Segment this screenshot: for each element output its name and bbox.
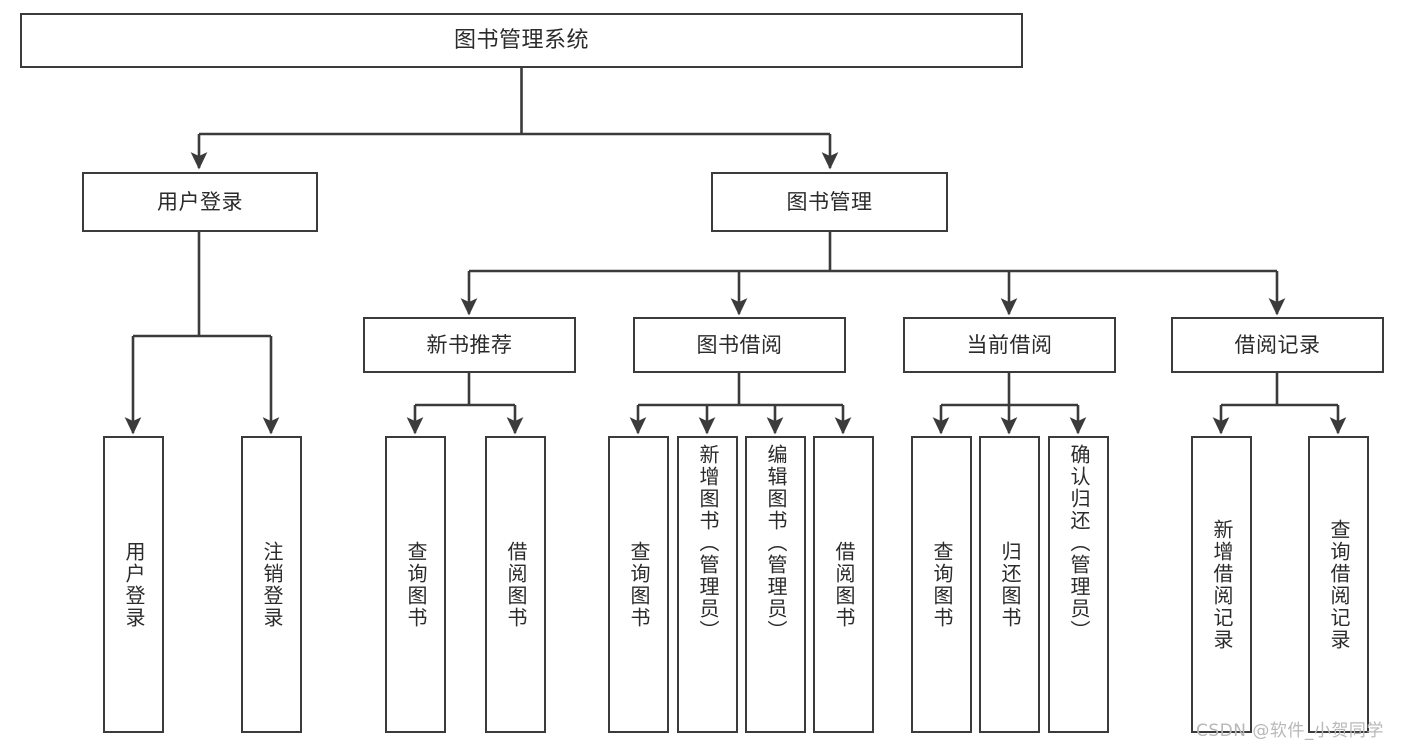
leaf-current-borrow-query-books[interactable]: 查询图书	[911, 436, 972, 733]
node-label: 查询图书	[627, 540, 651, 629]
leaf-book-borrow-add-book-admin[interactable]: 新增图书（管理员）	[677, 436, 738, 733]
leaf-book-borrow-borrow-books[interactable]: 借阅图书	[813, 436, 874, 733]
node-label: 用户登录	[157, 189, 243, 214]
leaf-borrow-record-query-record[interactable]: 查询借阅记录	[1308, 436, 1369, 733]
node-current-borrowing[interactable]: 当前借阅	[903, 317, 1116, 373]
node-label: 当前借阅	[966, 332, 1053, 357]
leaf-book-borrow-query-books[interactable]: 查询图书	[608, 436, 669, 733]
node-label: 确认归还（管理员）	[1067, 444, 1091, 642]
leaf-user-login-signin[interactable]: 用户登录	[103, 436, 164, 733]
node-label: 图书管理系统	[453, 27, 589, 53]
watermark-csdn: CSDN @软件_小贺同学	[1196, 721, 1384, 741]
node-label: 查询图书	[404, 540, 428, 629]
node-label: 注销登录	[260, 540, 284, 629]
leaf-current-borrow-return-books[interactable]: 归还图书	[979, 436, 1040, 733]
node-label: 图书借阅	[696, 332, 783, 357]
leaf-new-book-borrow-books[interactable]: 借阅图书	[485, 436, 546, 733]
leaf-user-login-logout[interactable]: 注销登录	[241, 436, 302, 733]
leaf-book-borrow-edit-book-admin[interactable]: 编辑图书（管理员）	[745, 436, 806, 733]
node-borrowing-record[interactable]: 借阅记录	[1171, 317, 1384, 373]
leaf-new-book-query-books[interactable]: 查询图书	[385, 436, 446, 733]
node-root-book-management-system[interactable]: 图书管理系统	[20, 13, 1023, 68]
node-label: 图书管理	[786, 189, 873, 214]
node-label: 查询图书	[930, 540, 954, 629]
node-label: 新增借阅记录	[1210, 518, 1234, 651]
leaf-current-borrow-confirm-return-admin[interactable]: 确认归还（管理员）	[1048, 436, 1109, 733]
node-new-book-recommendation[interactable]: 新书推荐	[363, 317, 576, 373]
node-label: 借阅记录	[1234, 332, 1321, 357]
leaf-borrow-record-add-record[interactable]: 新增借阅记录	[1191, 436, 1252, 733]
node-book-management[interactable]: 图书管理	[711, 172, 948, 232]
node-label: 新书推荐	[426, 332, 513, 357]
node-user-login[interactable]: 用户登录	[82, 172, 318, 232]
node-label: 借阅图书	[832, 540, 856, 629]
node-label: 借阅图书	[504, 540, 528, 629]
node-label: 用户登录	[122, 540, 146, 629]
node-label: 归还图书	[998, 540, 1022, 629]
node-label: 新增图书（管理员）	[696, 444, 720, 642]
node-book-borrowing[interactable]: 图书借阅	[633, 317, 846, 373]
node-label: 查询借阅记录	[1327, 518, 1351, 651]
node-label: 编辑图书（管理员）	[764, 444, 788, 642]
